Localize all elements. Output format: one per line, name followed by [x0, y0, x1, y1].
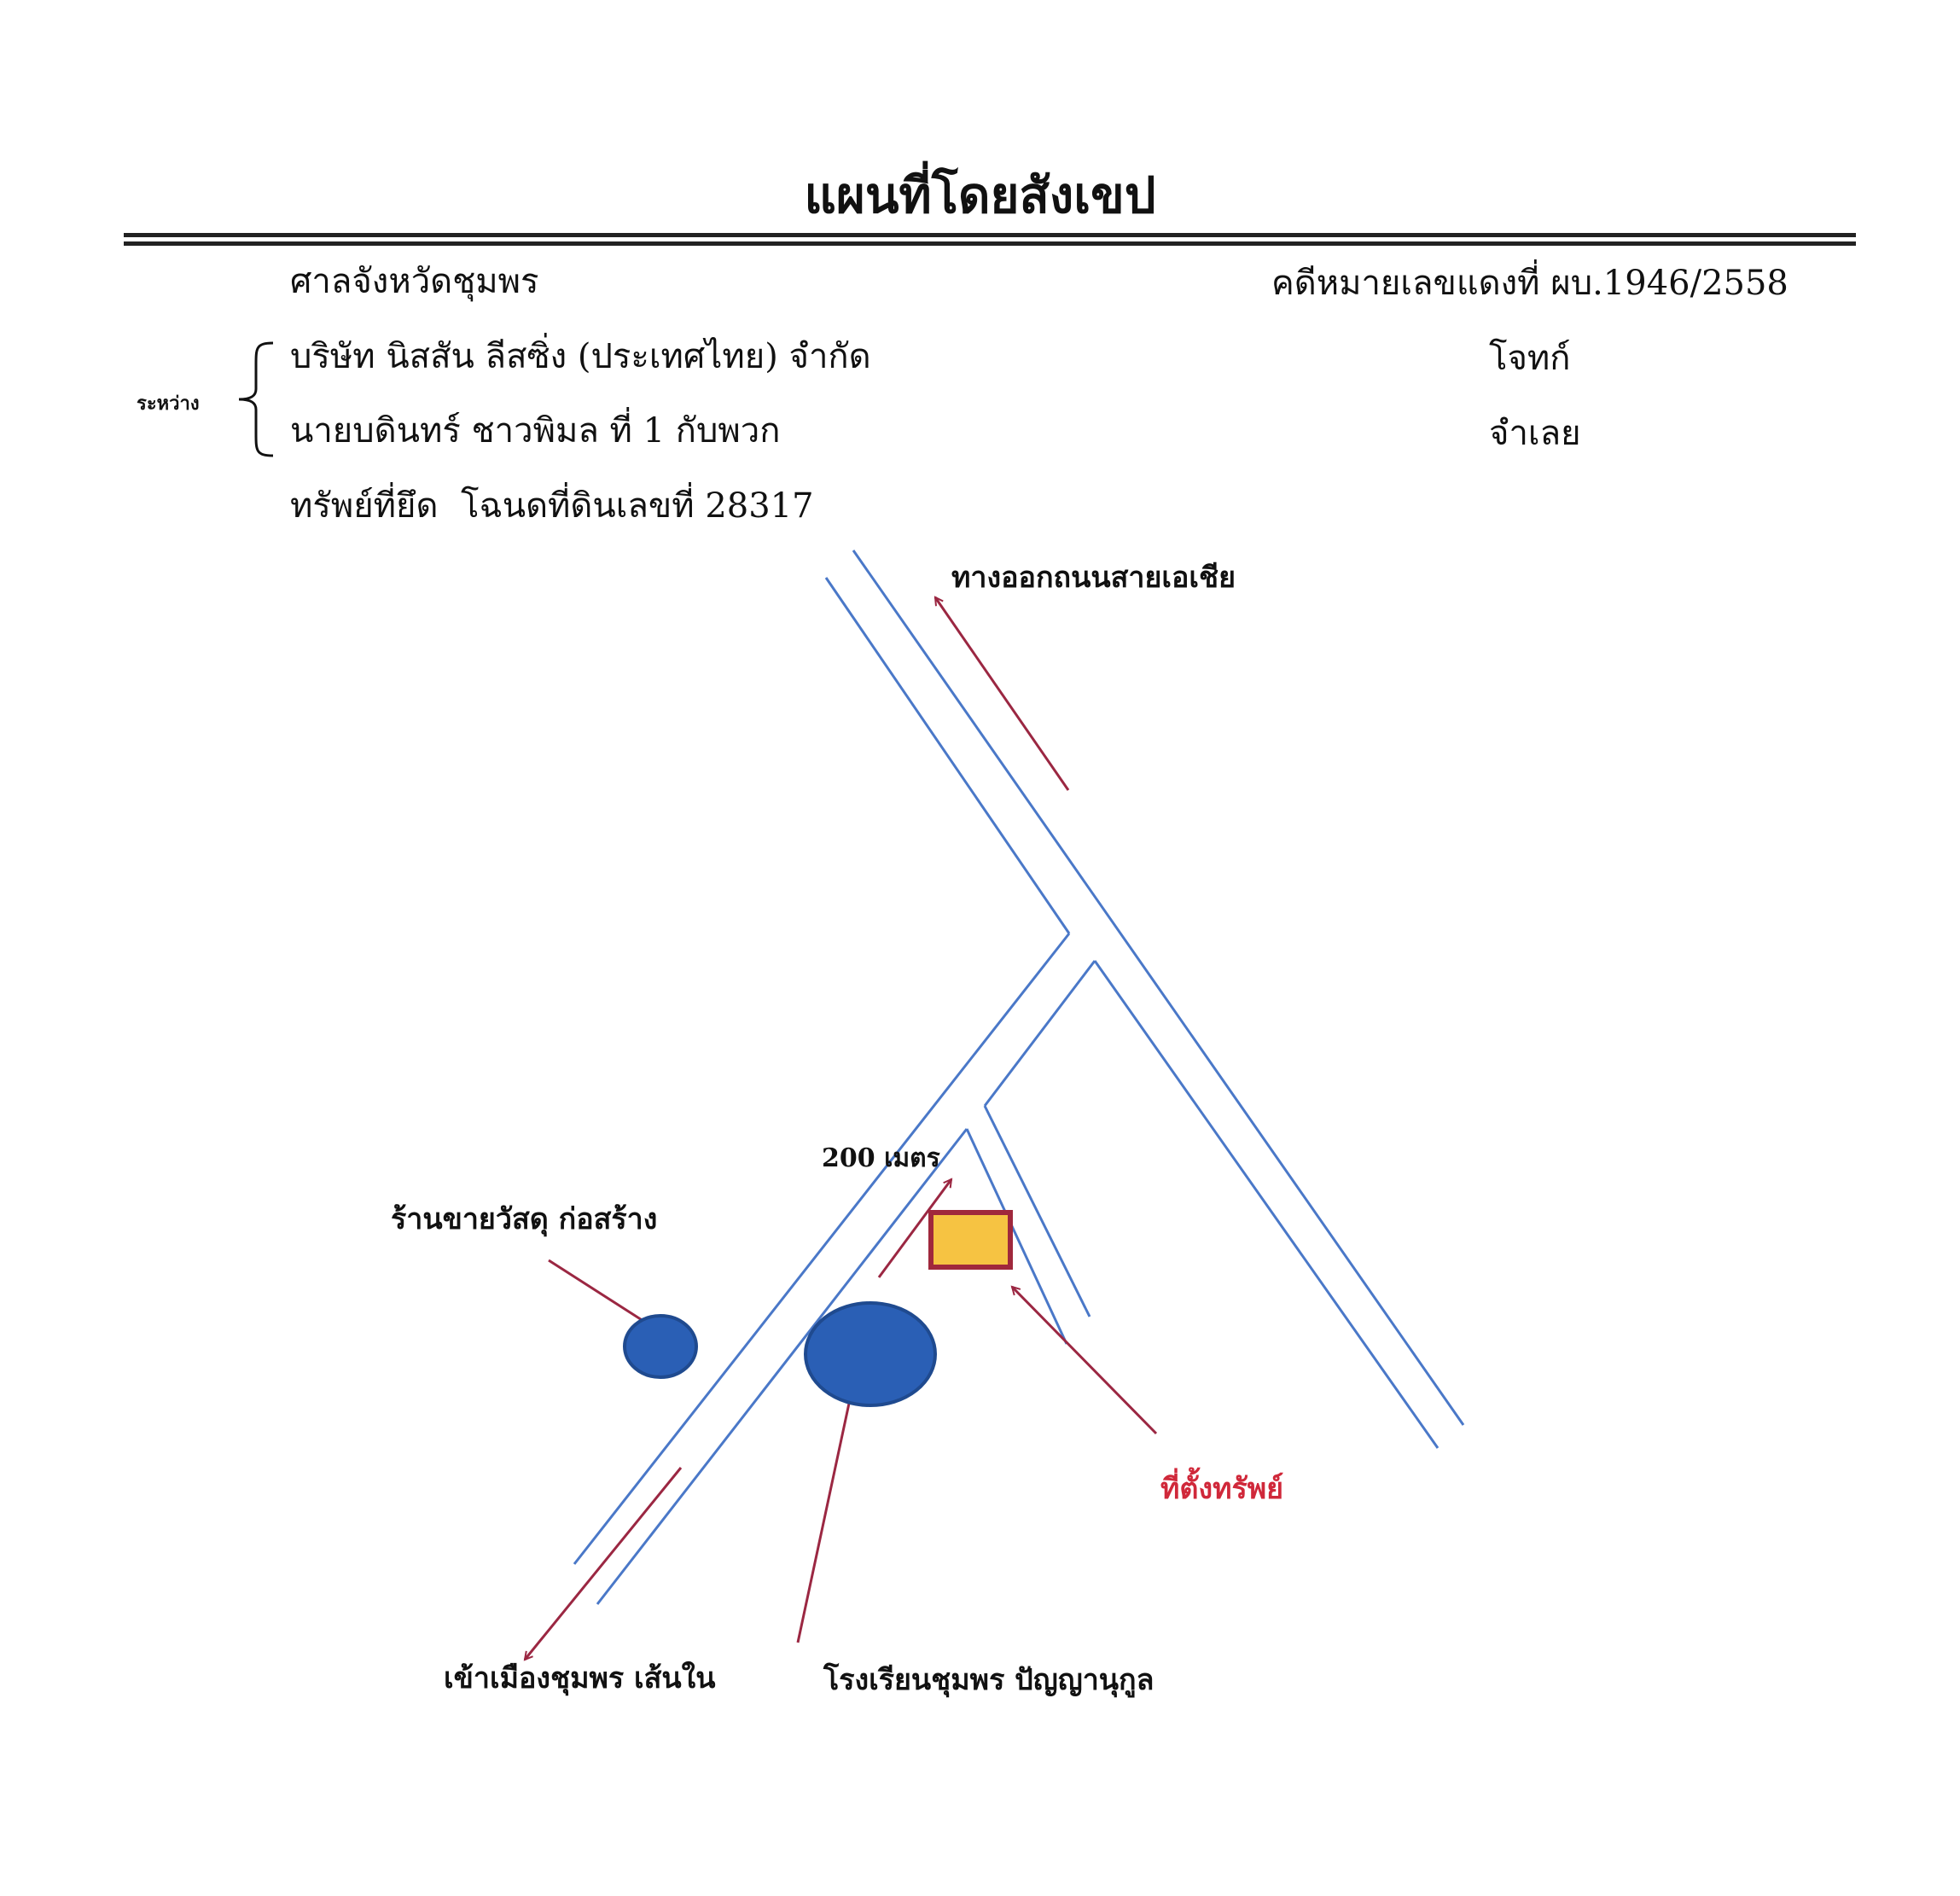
label-exit-asia-road: ทางออกถนนสายเอเชีย — [951, 561, 1236, 595]
label-to-chumphon-city: เข้าเมืองชุมพร เส้นใน — [444, 1661, 716, 1695]
plaintiff-role: โจทก์ — [1489, 339, 1571, 378]
asia-road-right-edge — [852, 550, 1465, 1426]
seized-property-value: โฉนดที่ดินเลขที่ 28317 — [461, 486, 814, 526]
inner-road-upper-edge — [573, 933, 1071, 1565]
court-name: ศาลจังหวัดชุมพร — [290, 262, 539, 301]
label-distance: 200 เมตร — [822, 1143, 940, 1173]
between-brace — [238, 341, 274, 457]
plaintiff-name: บริษัท นิสสัน ลีสซิ่ง (ประเทศไทย) จำกัด — [290, 337, 871, 376]
defendant-name: นายบดินทร์ ชาวพิมล ที่ 1 กับพวก — [290, 411, 781, 451]
title-rule-bottom — [124, 241, 1856, 246]
label-property-location: ที่ตั้งทรัพย์ — [1160, 1472, 1284, 1506]
case-number: คดีหมายเลขแดงที่ ผบ.1946/2558 — [1271, 264, 1788, 303]
inner-road-lower-edge-b — [596, 1128, 968, 1605]
label-materials-shop: ร้านขายวัสดุ ก่อสร้าง — [391, 1202, 658, 1236]
inner-city-road — [573, 933, 1096, 1605]
arrow-to-school — [796, 1364, 858, 1643]
asia-road-left-edge-lower — [1093, 960, 1439, 1449]
inner-road-lower-edge-a — [983, 960, 1096, 1107]
school-marker — [804, 1301, 937, 1407]
arrow-to-asia-road — [933, 597, 1070, 791]
property-marker — [928, 1210, 1013, 1270]
arrow-to-chumphon-city — [525, 1467, 683, 1660]
asia-road-left-edge-upper — [824, 577, 1071, 934]
materials-shop-marker — [623, 1314, 698, 1379]
title-rule-top — [124, 233, 1856, 237]
direction-arrows — [525, 597, 1158, 1660]
page-title: แผนที่โดยสังเขป — [804, 166, 1156, 224]
side-lane-left-edge — [965, 1128, 1068, 1345]
between-label: ระหว่าง — [137, 393, 200, 415]
defendant-role: จำเลย — [1489, 414, 1581, 453]
label-school: โรงเรียนชุมพร ปัญญานุกูล — [823, 1663, 1154, 1697]
arrow-distance-200m — [877, 1179, 951, 1278]
asia-road — [824, 550, 1465, 1449]
side-lane-right-edge — [983, 1105, 1091, 1317]
side-lane — [965, 1105, 1091, 1345]
seized-property-label: ทรัพย์ที่ยึด — [290, 486, 439, 526]
arrow-to-property — [1012, 1287, 1158, 1435]
